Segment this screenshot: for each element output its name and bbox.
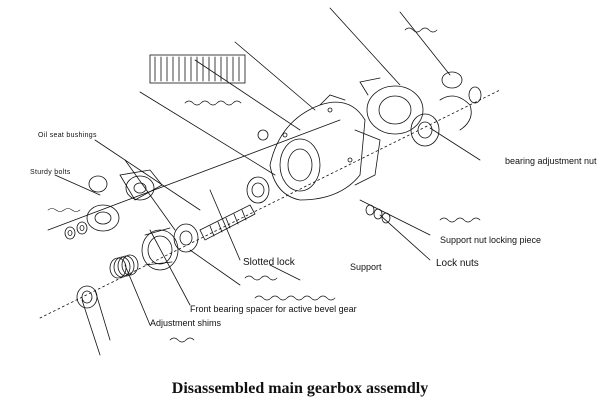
label-sturdy-bolts: Sturdy bolts: [30, 169, 71, 176]
lock-nuts-parts: [365, 204, 391, 224]
bushings: [64, 221, 88, 240]
label-adjustment-shims: Adjustment shims: [150, 318, 222, 328]
differential-assembly: [359, 71, 482, 147]
adjustment-shims: [109, 254, 139, 279]
label-bearing-adjustment-nut: bearing adjustment nut: [505, 156, 597, 166]
label-support: Support: [350, 262, 382, 272]
oil-seat-flange: [86, 169, 163, 232]
main-housing: [269, 94, 381, 201]
splined-shaft: [199, 204, 256, 241]
label-support-nut-locking-piece: Support nut locking piece: [440, 235, 542, 245]
label-slotted-lock: Slotted lock: [243, 257, 295, 268]
bevel-gear: [141, 223, 199, 271]
label-front-bearing-spacer: Front bearing spacer for active bevel ge…: [190, 304, 357, 314]
shaft-axis: [39, 89, 501, 319]
label-lock-nuts: Lock nuts: [436, 258, 479, 269]
hatched-block: [149, 54, 246, 84]
washer: [76, 285, 98, 309]
slotted-lock: [246, 129, 270, 204]
leader-lines: [47, 7, 481, 356]
diagram-title: Disassembled main gearbox assemdly: [171, 380, 429, 397]
illegible-annotations: [47, 27, 481, 343]
label-oil-seat-bushings: Oil seat bushings: [38, 132, 97, 139]
